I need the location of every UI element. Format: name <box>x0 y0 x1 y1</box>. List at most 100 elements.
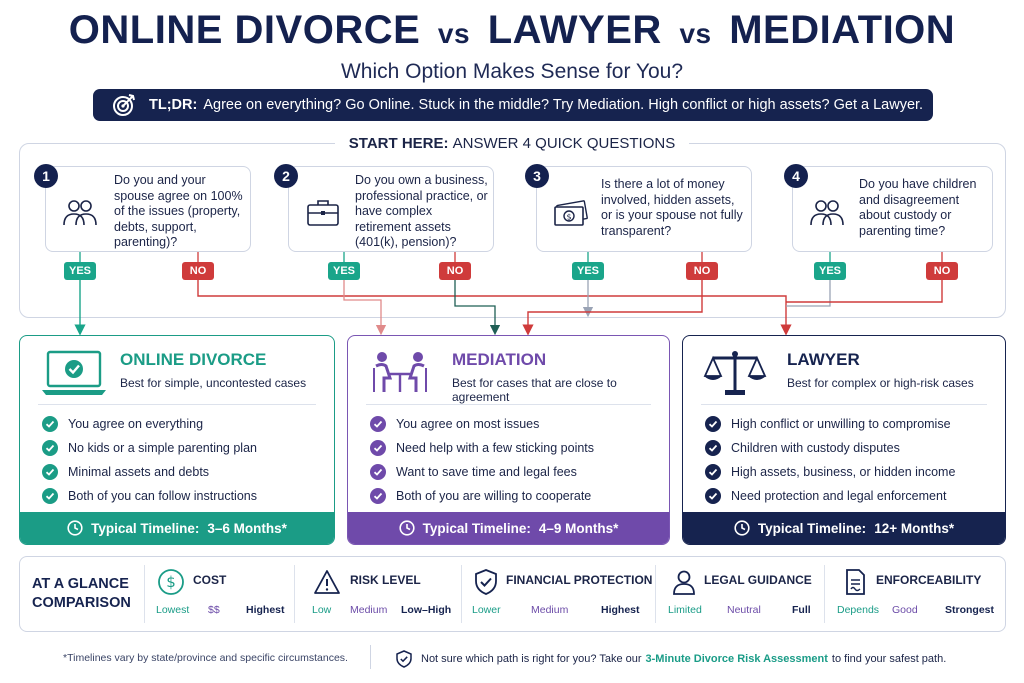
q3-yes-badge: YES <box>572 262 604 280</box>
glance-label-line1: AT A GLANCE <box>32 576 129 592</box>
question-2-number: 2 <box>274 164 298 188</box>
online-divorce-card: ONLINE DIVORCE Best for simple, uncontes… <box>19 335 335 545</box>
briefcase-icon <box>307 200 339 226</box>
list-item: You agree on everything <box>42 412 257 436</box>
timeline-value: 3–6 Months* <box>207 520 287 536</box>
question-3-number: 3 <box>525 164 549 188</box>
card-divider <box>701 404 987 405</box>
protection-low: Lower <box>472 604 501 616</box>
questions-header-bold: START HERE: <box>348 135 449 152</box>
lawyer-timeline: Typical Timeline: 12+ Months* <box>683 512 1005 544</box>
target-icon <box>113 94 135 116</box>
question-4-number: 4 <box>784 164 808 188</box>
glance-divider <box>824 565 825 623</box>
risk-assessment-link[interactable]: 3-Minute Divorce Risk Assessment <box>645 653 828 665</box>
check-circle-icon <box>370 440 386 456</box>
shield-check-icon <box>475 569 497 595</box>
online-divorce-subtitle: Best for simple, uncontested cases <box>120 376 307 390</box>
check-circle-icon <box>42 416 58 432</box>
cta-text-before: Not sure which path is right for you? Ta… <box>421 653 642 665</box>
assessment-cta: Not sure which path is right for you? Ta… <box>395 650 946 668</box>
check-circle-icon <box>42 488 58 504</box>
title-lawyer: LAWYER <box>487 8 662 52</box>
lawyer-list: High conflict or unwilling to compromise… <box>705 412 955 508</box>
timeline-label: Typical Timeline: <box>91 520 200 536</box>
money-icon: $ <box>554 200 588 226</box>
glance-divider <box>461 565 462 623</box>
list-item: Need help with a few sticking points <box>370 436 594 460</box>
card-divider <box>38 404 316 405</box>
risk-low: Low <box>312 604 332 616</box>
guidance-low: Limited <box>668 604 702 616</box>
q4-yes-badge: YES <box>814 262 846 280</box>
risk-high: Low–High <box>401 604 452 616</box>
online-divorce-title: ONLINE DIVORCE <box>120 350 267 369</box>
list-item: Both of you can follow instructions <box>42 484 257 508</box>
questions-header: START HERE: ANSWER 4 QUICK QUESTIONS <box>0 135 1024 153</box>
item-text: Children with custody disputes <box>731 441 900 455</box>
scales-icon <box>703 351 767 395</box>
enforce-mid: Good <box>892 604 918 616</box>
footer-divider <box>370 645 371 669</box>
warning-icon <box>314 570 340 594</box>
q4-no-badge: NO <box>926 262 958 280</box>
check-circle-icon <box>705 464 721 480</box>
financial-protection-title: FINANCIAL PROTECTION <box>506 573 653 587</box>
tldr-banner: TL;DR: Agree on everything? Go Online. S… <box>93 89 933 121</box>
q1-no-badge: NO <box>182 262 214 280</box>
shield-check-icon <box>396 650 412 668</box>
title-online: ONLINE DIVORCE <box>68 8 421 52</box>
enforceability-title: ENFORCEABILITY <box>876 573 982 587</box>
guidance-high: Full <box>792 604 811 616</box>
mediation-list: You agree on most issues Need help with … <box>370 412 594 508</box>
item-text: Need protection and legal enforcement <box>731 489 947 503</box>
item-text: You agree on everything <box>68 417 204 431</box>
cost-low: Lowest <box>156 604 190 616</box>
check-circle-icon <box>705 488 721 504</box>
enforce-high: Strongest <box>945 604 995 616</box>
item-text: High conflict or unwilling to compromise <box>731 417 951 431</box>
check-circle-icon <box>370 488 386 504</box>
online-divorce-timeline: Typical Timeline: 3–6 Months* <box>20 512 334 544</box>
list-item: No kids or a simple parenting plan <box>42 436 257 460</box>
cost-title: COST <box>193 573 227 587</box>
protection-mid: Medium <box>531 604 569 616</box>
risk-level-title: RISK LEVEL <box>350 573 421 587</box>
item-text: You agree on most issues <box>396 417 540 431</box>
list-item: You agree on most issues <box>370 412 594 436</box>
item-text: Both of you can follow instructions <box>68 489 257 503</box>
timeline-label: Typical Timeline: <box>757 520 867 536</box>
card-divider <box>366 404 651 405</box>
cta-text-after: to find your safest path. <box>831 653 947 665</box>
tldr-label: TL;DR: <box>149 97 198 113</box>
item-text: Minimal assets and debts <box>68 465 210 479</box>
glance-divider <box>655 565 656 623</box>
dollar-icon: $ <box>158 569 184 595</box>
question-box-4: Do you have children and disagreement ab… <box>792 166 993 252</box>
lawyer-card: LAWYER Best for complex or high-risk cas… <box>682 335 1006 545</box>
check-circle-icon <box>705 416 721 432</box>
q3-no-badge: NO <box>686 262 718 280</box>
title-mediation: MEDIATION <box>729 8 956 52</box>
legal-guidance-title: LEGAL GUIDANCE <box>704 573 812 587</box>
question-1-text: Do you and your spouse agree on 100% of … <box>114 173 243 249</box>
item-text: Both of you are willing to cooperate <box>396 489 592 503</box>
check-circle-icon <box>42 464 58 480</box>
questions-header-rest: ANSWER 4 QUICK QUESTIONS <box>452 135 676 152</box>
mediation-card: MEDIATION Best for cases that are close … <box>347 335 670 545</box>
mediation-title: MEDIATION <box>452 350 547 369</box>
list-item: Children with custody disputes <box>705 436 955 460</box>
people-icon <box>63 200 97 226</box>
mediation-subtitle: Best for cases that are close to agreeme… <box>452 376 617 404</box>
timeline-label: Typical Timeline: <box>422 520 531 536</box>
svg-text:$: $ <box>566 213 571 222</box>
tldr-text: Agree on everything? Go Online. Stuck in… <box>203 97 924 113</box>
clock-icon <box>67 520 83 536</box>
glance-label: AT A GLANCE COMPARISON <box>32 575 131 613</box>
question-box-2: Do you own a business, professional prac… <box>288 166 494 252</box>
list-item: High conflict or unwilling to compromise <box>705 412 955 436</box>
check-circle-icon <box>370 416 386 432</box>
question-2-text: Do you own a business, professional prac… <box>355 173 488 249</box>
timeline-footnote: *Timelines vary by state/province and sp… <box>63 652 348 664</box>
title-vs-2: vs <box>679 18 712 49</box>
